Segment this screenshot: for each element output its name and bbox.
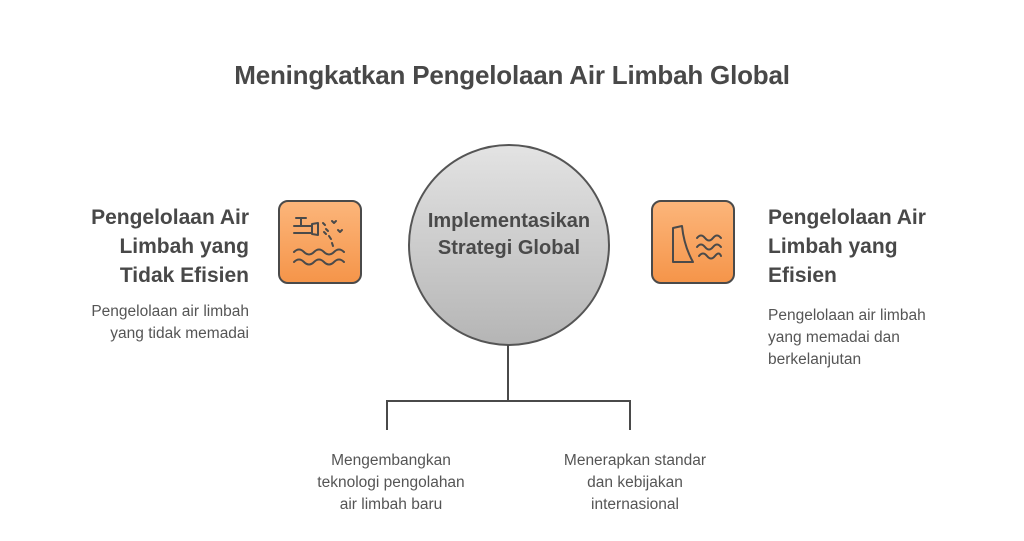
right-heading-line: Limbah yang xyxy=(768,235,898,258)
center-strategy-node: Implementasikan Strategi Global xyxy=(408,144,610,346)
branch-line: dan kebijakan xyxy=(587,474,683,491)
right-description: Pengelolaan air limbah yang memadai dan … xyxy=(768,305,988,371)
center-strategy-label: Implementasikan Strategi Global xyxy=(428,208,590,262)
inefficient-icon-box xyxy=(278,200,362,284)
branch-apply-standards: Menerapkan standar dan kebijakan interna… xyxy=(525,450,745,516)
left-description-line: yang tidak memadai xyxy=(110,325,249,342)
diagram-title: Meningkatkan Pengelolaan Air Limbah Glob… xyxy=(234,60,790,90)
efficient-icon-box xyxy=(651,200,735,284)
right-description-line: berkelanjutan xyxy=(768,351,862,368)
left-heading-line: Pengelolaan Air xyxy=(91,206,249,229)
left-heading-line: Tidak Efisien xyxy=(119,264,249,287)
right-heading: Pengelolaan Air Limbah yang Efisien xyxy=(768,203,988,290)
branch-line: Mengembangkan xyxy=(331,452,451,469)
branch-line: air limbah baru xyxy=(339,496,443,513)
left-description: Pengelolaan air limbah yang tidak memada… xyxy=(40,301,249,345)
left-heading: Pengelolaan Air Limbah yang Tidak Efisie… xyxy=(40,203,249,290)
center-label-line: Implementasikan xyxy=(427,210,591,232)
branch-line: Menerapkan standar xyxy=(563,452,707,469)
right-heading-line: Efisien xyxy=(768,264,837,287)
center-label-line: Strategi Global xyxy=(437,237,581,259)
dam-water-icon xyxy=(672,225,722,263)
left-heading-line: Limbah yang xyxy=(119,235,249,258)
branch-line: teknologi pengolahan xyxy=(317,474,465,491)
right-description-line: Pengelolaan air limbah xyxy=(768,307,926,324)
right-description-line: yang memadai dan xyxy=(768,329,900,346)
right-heading-line: Pengelolaan Air xyxy=(768,206,926,229)
left-description-line: Pengelolaan air limbah xyxy=(91,303,249,320)
branch-develop-technology: Mengembangkan teknologi pengolahan air l… xyxy=(281,450,501,516)
branch-line: internasional xyxy=(591,496,679,513)
pipe-discharge-water-icon xyxy=(293,217,345,266)
